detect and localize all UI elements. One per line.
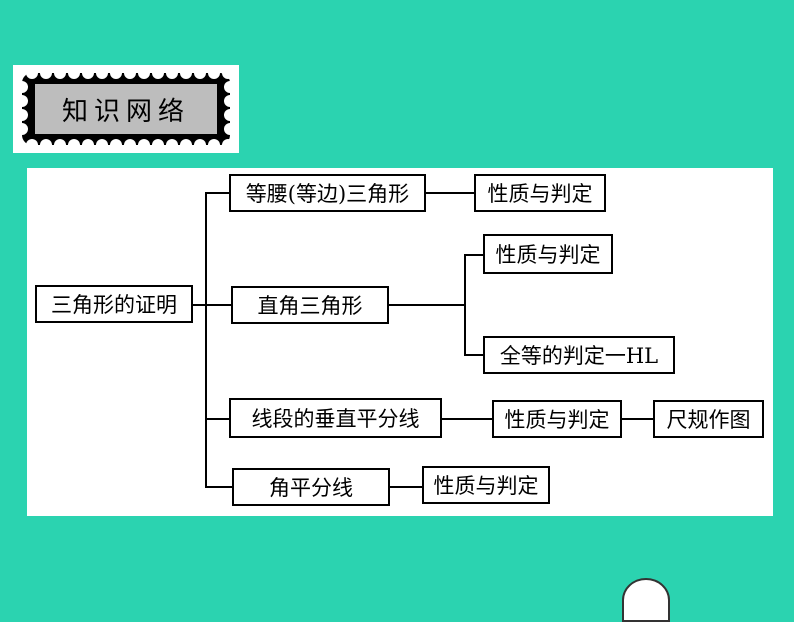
- frame-scallop: [208, 67, 220, 79]
- connector-right-fork: [464, 254, 466, 356]
- connector: [442, 418, 492, 420]
- connector: [205, 418, 229, 420]
- frame-scallop: [224, 123, 236, 135]
- connector: [390, 486, 423, 488]
- frame-scallop: [222, 67, 234, 79]
- frame-scallop: [222, 139, 234, 151]
- frame-scallop: [82, 139, 94, 151]
- node-root: 三角形的证明: [35, 285, 193, 323]
- frame-scallop: [40, 139, 52, 151]
- frame-scallop: [194, 139, 206, 151]
- frame-scallop: [124, 139, 136, 151]
- node-right-properties: 性质与判定: [483, 234, 613, 274]
- frame-scallop: [26, 139, 38, 151]
- frame-scallop: [96, 139, 108, 151]
- title-frame: 知识网络: [16, 67, 236, 151]
- connector: [205, 192, 229, 194]
- frame-scallop: [68, 139, 80, 151]
- frame-scallop: [138, 67, 150, 79]
- connector: [464, 354, 484, 356]
- frame-scallop: [224, 109, 236, 121]
- decorative-figure: [622, 578, 670, 622]
- frame-scallop: [110, 139, 122, 151]
- connector: [426, 192, 474, 194]
- frame-scallop: [224, 81, 236, 93]
- frame-scallop: [208, 139, 220, 151]
- section-title: 知识网络: [35, 84, 217, 134]
- frame-scallop: [16, 95, 28, 107]
- node-ruler-compass: 尺规作图: [653, 400, 764, 438]
- frame-scallop: [54, 139, 66, 151]
- frame-scallop: [40, 67, 52, 79]
- frame-scallop: [26, 67, 38, 79]
- connector: [622, 418, 653, 420]
- node-right-triangle: 直角三角形: [231, 286, 389, 324]
- frame-scallop: [16, 81, 28, 93]
- frame-scallop: [16, 123, 28, 135]
- node-angle-bisector: 角平分线: [232, 468, 390, 506]
- frame-scallop: [166, 67, 178, 79]
- node-angle-bisector-properties: 性质与判定: [422, 466, 550, 504]
- frame-scallop: [82, 67, 94, 79]
- connector: [389, 304, 465, 306]
- frame-scallop: [96, 67, 108, 79]
- node-isosceles-triangle: 等腰(等边)三角形: [229, 174, 426, 212]
- connector-trunk: [205, 192, 207, 488]
- node-perpendicular-bisector: 线段的垂直平分线: [229, 398, 442, 438]
- frame-scallop: [16, 109, 28, 121]
- frame-scallop: [124, 67, 136, 79]
- connector: [205, 486, 232, 488]
- frame-scallop: [194, 67, 206, 79]
- knowledge-map-panel: 三角形的证明 等腰(等边)三角形 性质与判定 直角三角形 性质与判定 全等的判定…: [27, 168, 773, 516]
- frame-scallop: [138, 139, 150, 151]
- frame-scallop: [54, 67, 66, 79]
- frame-scallop: [166, 139, 178, 151]
- frame-scallop: [68, 67, 80, 79]
- connector: [464, 254, 484, 256]
- frame-scallop: [180, 139, 192, 151]
- frame-scallop: [180, 67, 192, 79]
- connector: [205, 304, 231, 306]
- section-title-plaque: 知识网络: [13, 65, 239, 153]
- node-perpendicular-bisector-properties: 性质与判定: [492, 400, 622, 438]
- node-isosceles-properties: 性质与判定: [474, 174, 606, 212]
- frame-scallop: [152, 67, 164, 79]
- connector: [193, 304, 206, 306]
- frame-scallop: [110, 67, 122, 79]
- node-right-congruence-hl: 全等的判定一HL: [483, 336, 675, 374]
- frame-scallop: [224, 95, 236, 107]
- frame-scallop: [152, 139, 164, 151]
